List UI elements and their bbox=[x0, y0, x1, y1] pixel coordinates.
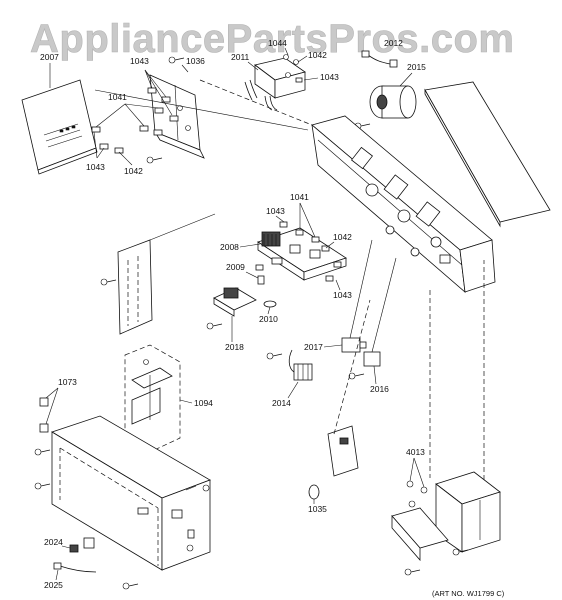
label-1043-c: 1043 bbox=[320, 72, 339, 82]
label-4013: 4013 bbox=[406, 447, 425, 457]
label-2016: 2016 bbox=[370, 384, 389, 394]
wire-harness-2025[interactable] bbox=[53, 562, 97, 573]
clip-1035[interactable] bbox=[308, 484, 320, 500]
hinge-1073[interactable] bbox=[39, 397, 49, 433]
label-1043-a: 1043 bbox=[130, 56, 149, 66]
back-panel-large[interactable] bbox=[424, 81, 551, 228]
label-1043-e: 1043 bbox=[333, 290, 352, 300]
label-1035: 1035 bbox=[308, 504, 327, 514]
screws-2011 bbox=[283, 54, 303, 83]
shield-1094[interactable] bbox=[124, 344, 181, 453]
switch-bracket-2018[interactable] bbox=[213, 287, 257, 317]
label-1041-a: 1041 bbox=[108, 92, 127, 102]
label-2014: 2014 bbox=[272, 398, 291, 408]
label-2008: 2008 bbox=[220, 242, 239, 252]
relay-2016[interactable] bbox=[363, 351, 381, 367]
switch-2024[interactable] bbox=[69, 537, 95, 553]
side-panel-left[interactable] bbox=[117, 239, 153, 335]
label-2024: 2024 bbox=[44, 537, 63, 547]
label-1042-a: 1042 bbox=[124, 166, 143, 176]
wire-clip-2010[interactable] bbox=[263, 300, 277, 308]
terminal-block-2014[interactable] bbox=[288, 349, 313, 381]
label-2011: 2011 bbox=[231, 52, 250, 62]
label-2025: 2025 bbox=[44, 580, 63, 590]
watermark-logo: AppliancePartsPros.com bbox=[30, 17, 515, 61]
control-panel-cover-2007[interactable] bbox=[21, 79, 98, 175]
label-2010: 2010 bbox=[259, 314, 278, 324]
label-2017: 2017 bbox=[304, 342, 323, 352]
label-1043-b: 1043 bbox=[86, 162, 105, 172]
label-1073: 1073 bbox=[58, 377, 77, 387]
relay-assembly-2011[interactable] bbox=[244, 57, 306, 111]
art-number: (ART NO. WJ1799 C) bbox=[432, 589, 505, 598]
label-1042-b: 1042 bbox=[308, 50, 327, 60]
label-1044: 1044 bbox=[268, 38, 287, 48]
label-2009: 2009 bbox=[226, 262, 245, 272]
label-1041-b: 1041 bbox=[290, 192, 309, 202]
label-2012: 2012 bbox=[384, 38, 403, 48]
relay-2017[interactable] bbox=[341, 337, 367, 353]
main-chassis-housing[interactable] bbox=[311, 115, 496, 293]
screws-upper-left bbox=[146, 56, 191, 164]
leader-lines-upper-left bbox=[93, 64, 189, 166]
capacitor-2009[interactable] bbox=[257, 275, 265, 285]
label-1036: 1036 bbox=[186, 56, 205, 66]
label-1042-c: 1042 bbox=[333, 232, 352, 242]
label-2007: 2007 bbox=[40, 52, 59, 62]
clips-board-area bbox=[255, 221, 342, 282]
bracket-1036[interactable] bbox=[149, 74, 205, 159]
label-1094: 1094 bbox=[194, 398, 213, 408]
power-cord-2012[interactable] bbox=[361, 50, 398, 68]
fan-motor-2015[interactable] bbox=[369, 85, 417, 119]
bracket-1035[interactable] bbox=[327, 425, 359, 477]
label-2018: 2018 bbox=[225, 342, 244, 352]
label-1043-d: 1043 bbox=[266, 206, 285, 216]
lower-housing[interactable] bbox=[51, 415, 211, 571]
label-2015: 2015 bbox=[407, 62, 426, 72]
